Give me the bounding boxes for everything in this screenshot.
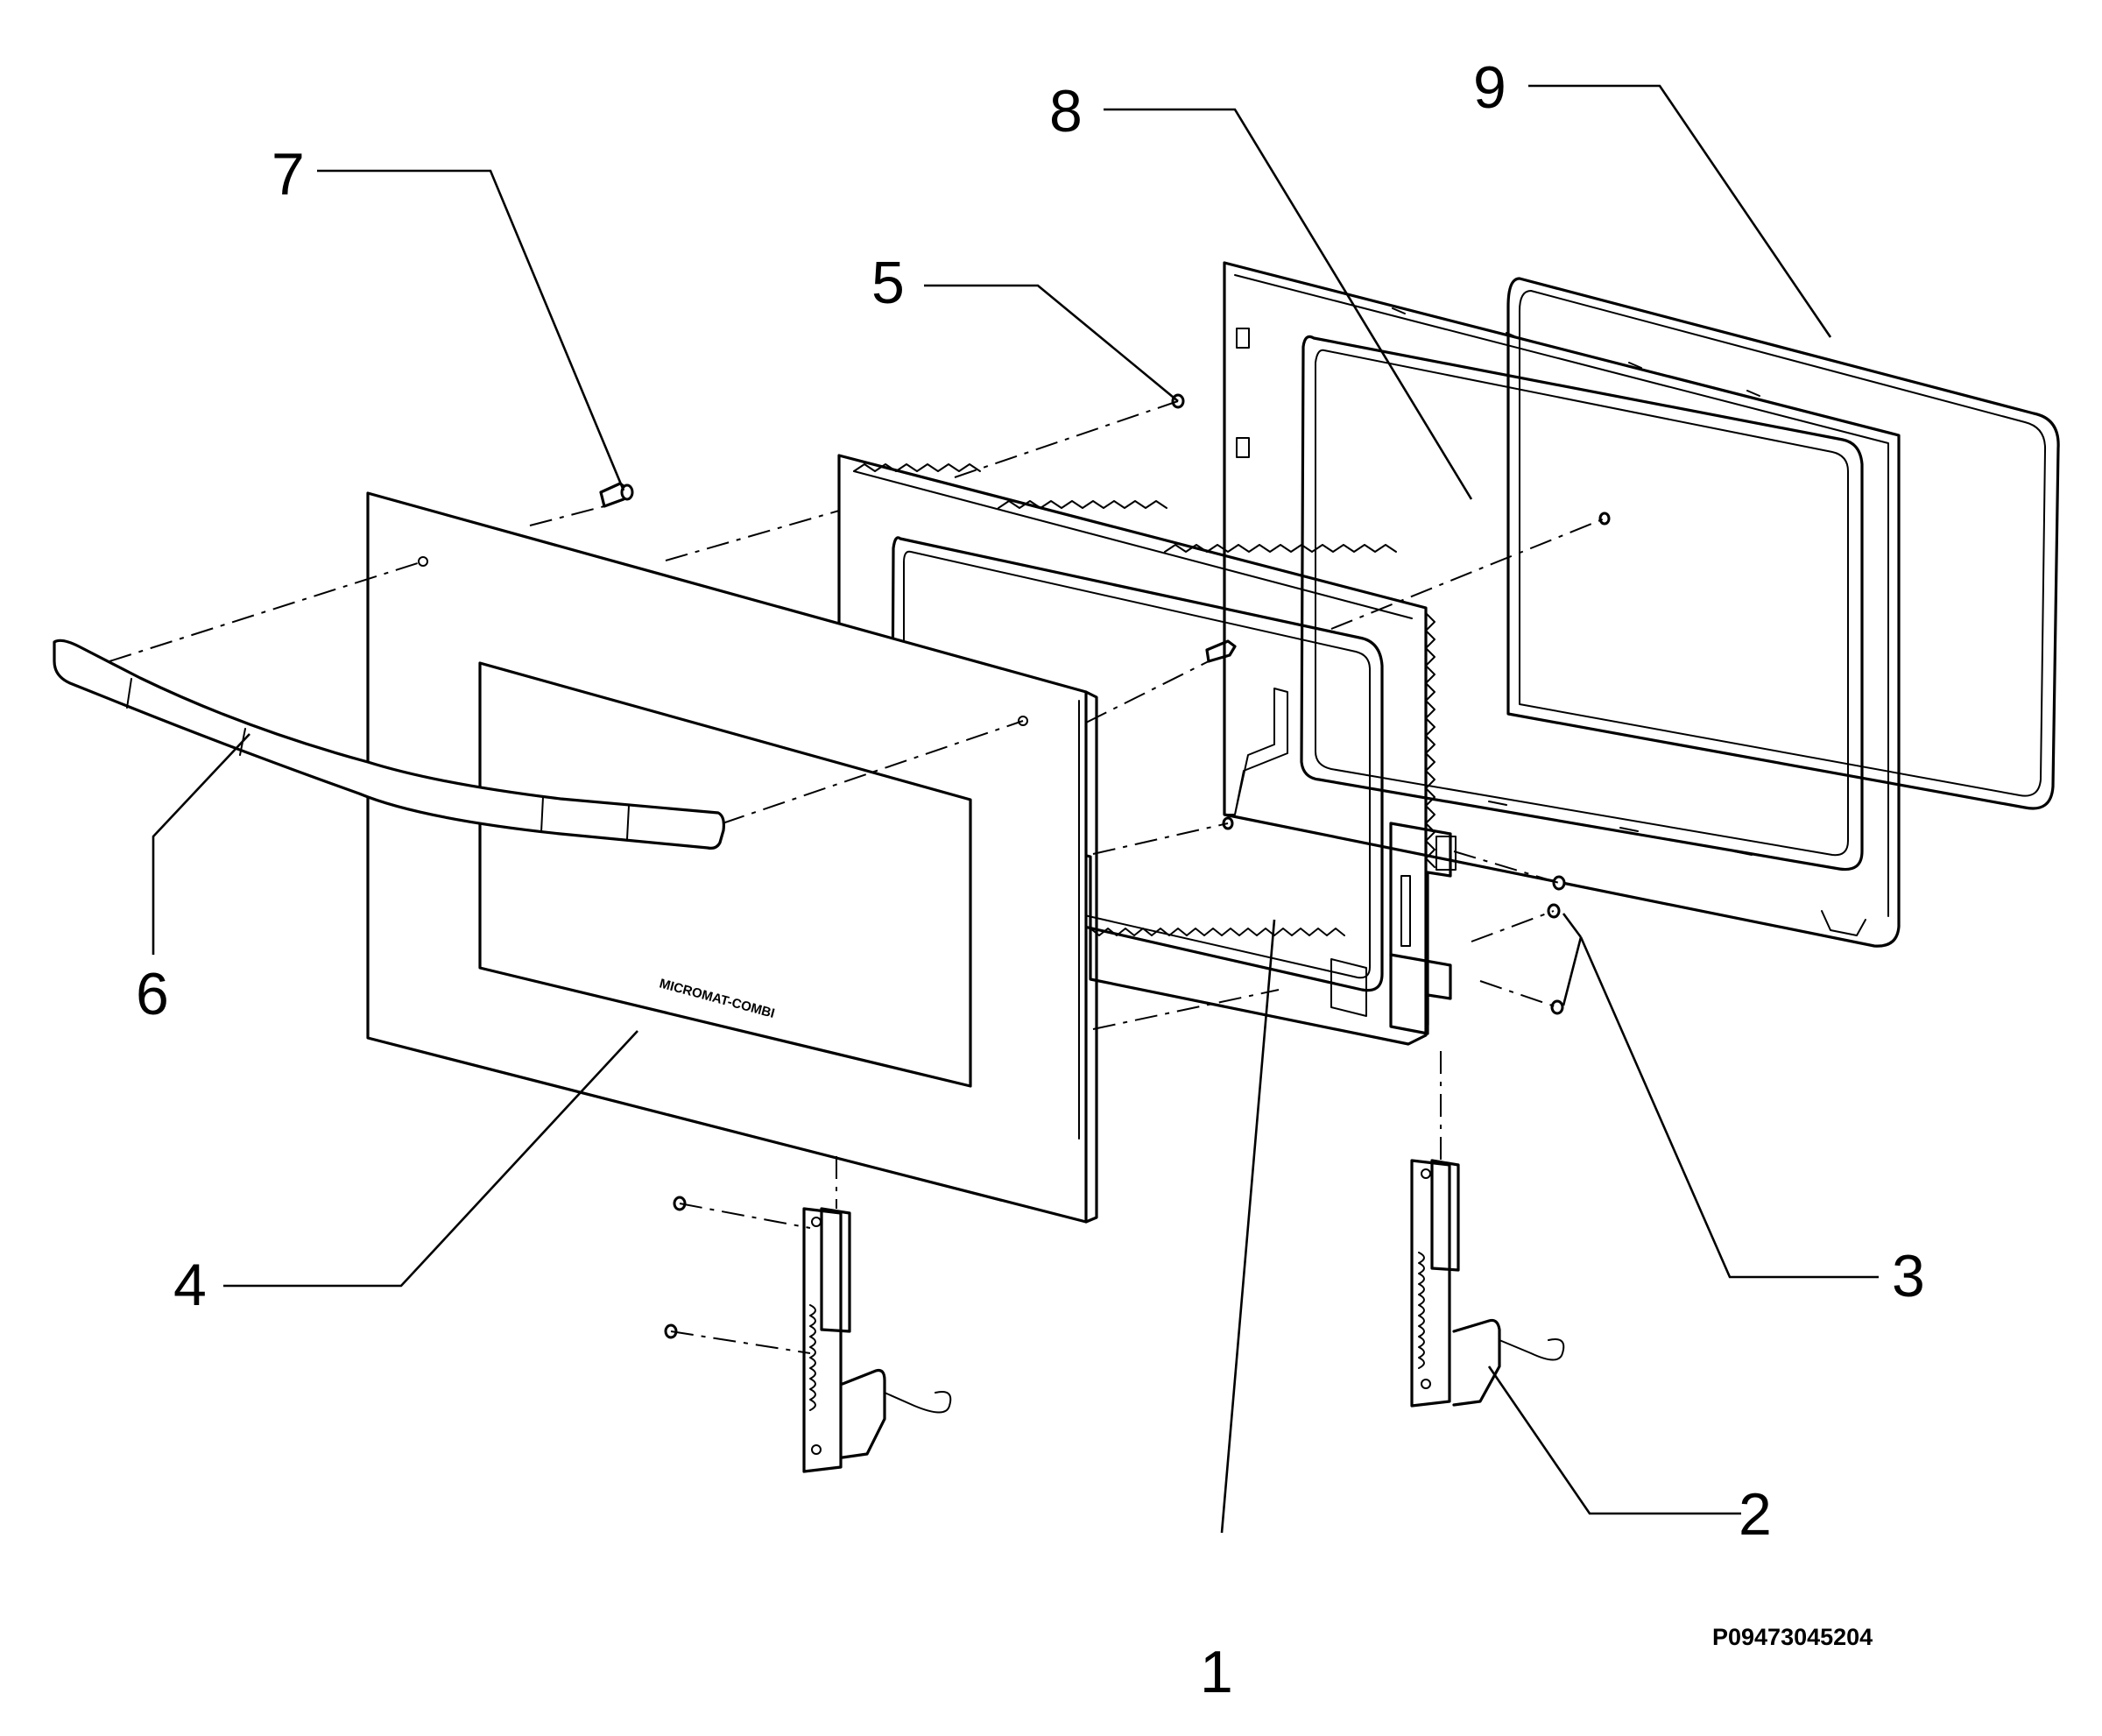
callout-4: 4 — [173, 1252, 207, 1318]
callout-1: 1 — [1200, 1639, 1233, 1705]
part-9-rear-glass — [1506, 277, 2060, 810]
part-7-screw — [599, 482, 634, 508]
callout-8: 8 — [1049, 78, 1083, 145]
part-8-door-frame — [1223, 261, 1901, 948]
part-4-outer-glass-panel: MICROMAT-COMBI — [366, 491, 1098, 1224]
callout-3: 3 — [1892, 1243, 1925, 1309]
part-2-hinge-right — [1410, 1159, 1565, 1408]
loose-screws — [664, 512, 1611, 1339]
callout-2: 2 — [1739, 1481, 1772, 1548]
callout-9: 9 — [1473, 54, 1506, 121]
callout-6: 6 — [136, 961, 169, 1027]
part-2-hinge-left — [802, 1207, 952, 1473]
leader-lines — [152, 84, 1879, 1534]
assembly-lines — [109, 400, 1605, 1354]
callout-labels: 1 2 3 4 5 6 7 8 9 — [136, 54, 1925, 1705]
callout-7: 7 — [272, 141, 305, 208]
callout-5: 5 — [871, 250, 905, 316]
document-id: P09473045204 — [1712, 1624, 1873, 1650]
